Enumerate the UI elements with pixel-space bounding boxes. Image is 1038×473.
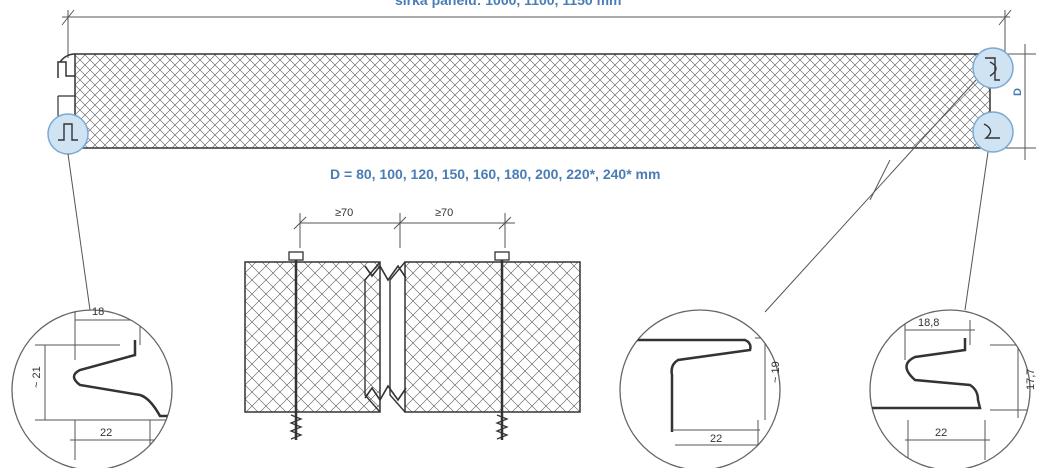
detail-1-width: 18 bbox=[92, 306, 104, 318]
thickness-values: D = 80, 100, 120, 150, 160, 180, 200, 22… bbox=[330, 166, 661, 182]
detail-circle-2: ~ 19 22 bbox=[619, 309, 782, 471]
joint-section: ≥70 ≥70 bbox=[244, 207, 581, 440]
detail-3-width: 18,8 bbox=[918, 317, 939, 329]
joint-highlights bbox=[47, 47, 1014, 155]
screw-right bbox=[494, 251, 510, 440]
width-dimension bbox=[61, 9, 1012, 58]
panel-width-title: šířka panelu: 1000, 1100, 1150 mm bbox=[395, 0, 622, 8]
screw-left bbox=[288, 251, 304, 440]
sandwich-panel bbox=[57, 53, 991, 149]
thickness-label: D bbox=[1012, 88, 1024, 96]
detail-1-base: 22 bbox=[100, 427, 112, 439]
detail-3-base: 22 bbox=[935, 427, 947, 439]
spacing-right-label: ≥70 bbox=[435, 207, 453, 219]
detail-2-height: ~ 19 bbox=[770, 361, 782, 383]
detail-1-height: ~ 21 bbox=[31, 366, 43, 388]
detail-circle-1: 18 ~ 21 22 bbox=[11, 306, 173, 471]
detail-2-base: 22 bbox=[710, 433, 722, 445]
detail-circle-3: 18,8 17,7 22 bbox=[869, 309, 1037, 471]
spacing-left-label: ≥70 bbox=[335, 207, 353, 219]
detail-3-height: 17,7 bbox=[1025, 369, 1037, 390]
leader-lines bbox=[67, 79, 989, 313]
